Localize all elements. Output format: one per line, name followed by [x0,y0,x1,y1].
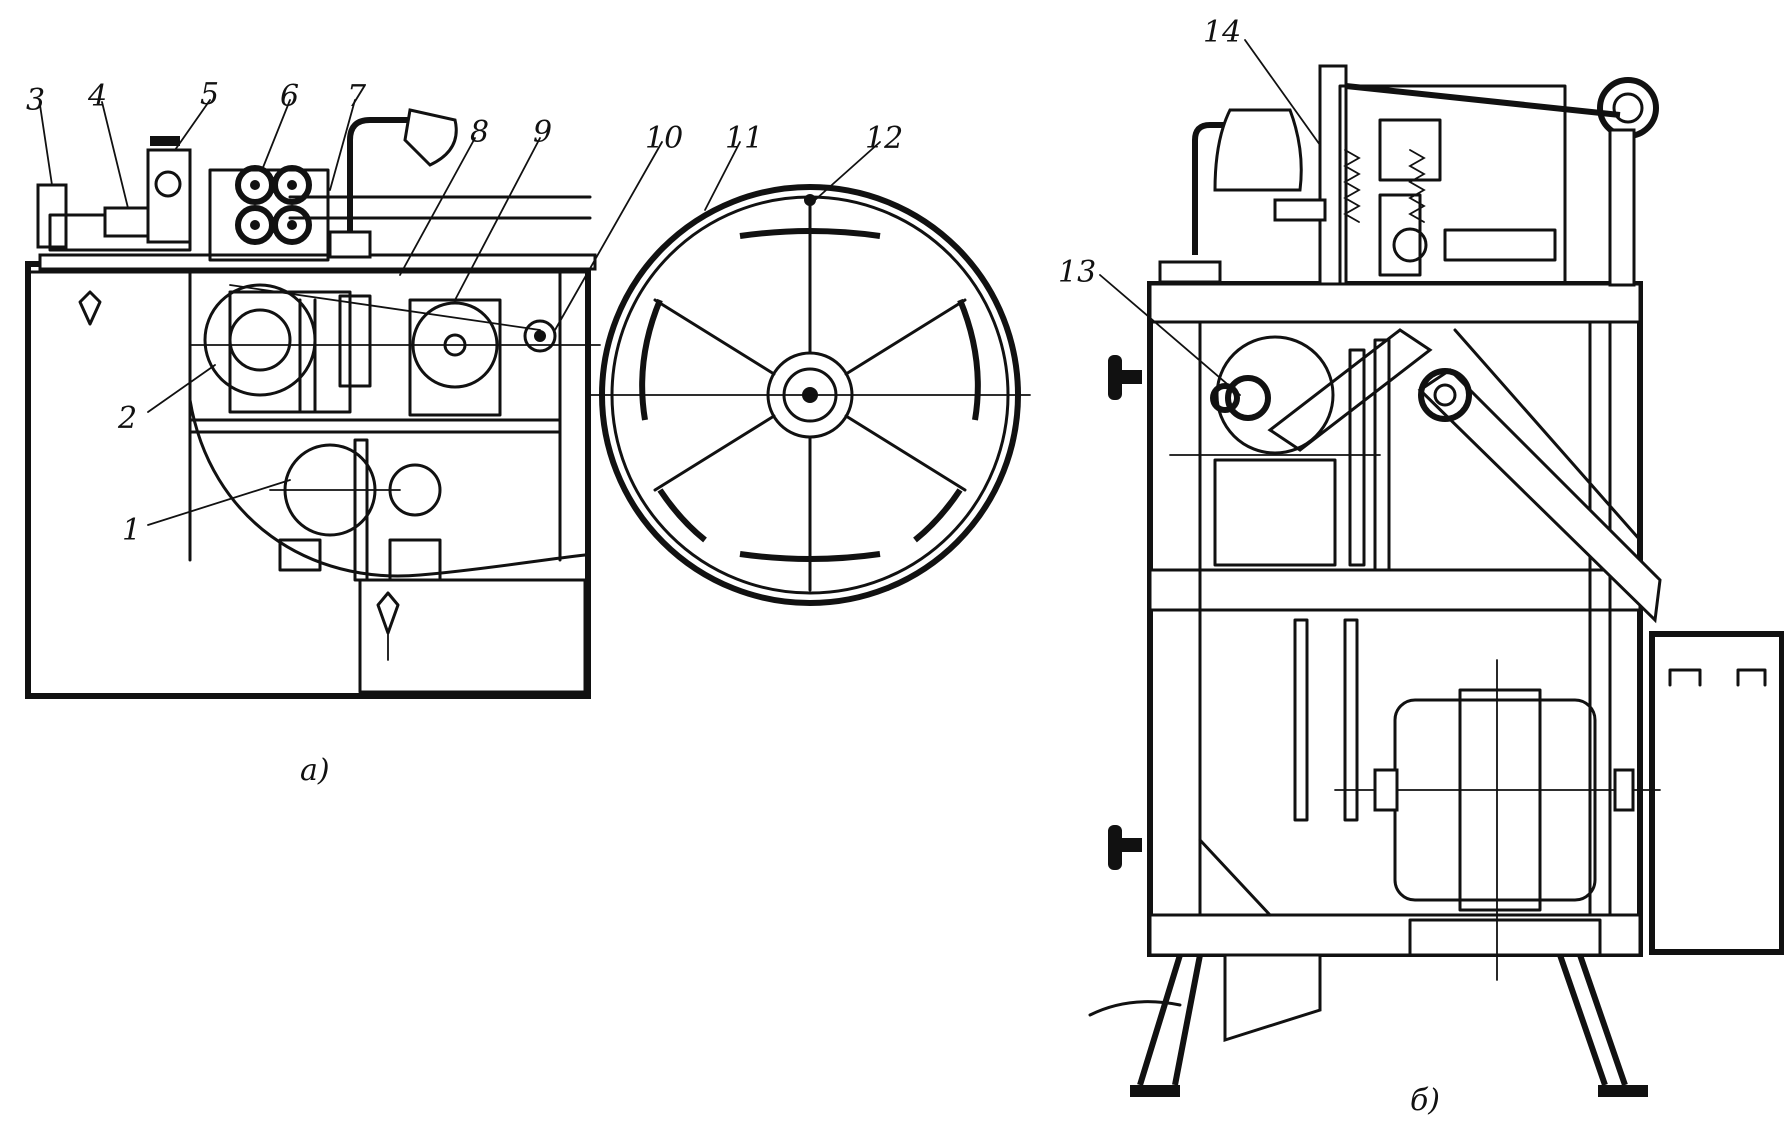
cutaway-line [188,398,587,578]
lamp-arm [347,117,415,240]
callout-14: 14 [1203,15,1241,50]
pulley-10 [523,319,557,353]
callout-6: 6 [280,79,299,114]
lower-door [358,578,587,694]
lamp-shade-icon [403,108,458,167]
top-pulley [1597,77,1659,139]
handle-icon [78,290,102,326]
callout-9: 9 [533,115,552,150]
callout-7: 7 [347,79,367,114]
reel-wheel-11 [589,184,1031,606]
chute [1417,368,1662,624]
front-leg [1137,954,1203,1086]
rollers-6 [208,165,330,262]
gear-13 [1215,335,1335,455]
callout-3: 3 [26,83,45,118]
callout-5: 5 [200,77,219,112]
clamp-12 [804,194,816,206]
box-handle-icon [1668,668,1767,687]
callout-leaders-a [39,99,881,526]
callout-4: 4 [87,79,107,114]
callout-8: 8 [470,115,489,150]
bottom-hopper [1223,953,1322,1043]
callout-2: 2 [117,401,137,436]
callout-labels: 1 2 3 4 5 6 7 8 9 10 11 12 13 14 [26,15,1241,548]
lamp-shade-icon [1213,108,1303,192]
callout-11: 11 [725,121,763,156]
spring-icon [1408,149,1426,223]
column-14 [1318,64,1348,286]
sublabel-a: а) [300,753,330,788]
front-view [25,99,1031,699]
callout-10: 10 [645,121,683,156]
rear-leg [1557,954,1628,1086]
callout-1: 1 [122,513,141,548]
spring-icon [1343,149,1361,223]
sublabel-b: б) [1410,1083,1440,1118]
drive-motor [1393,698,1597,902]
callout-12: 12 [865,121,903,156]
cabinet-outline [25,261,591,699]
control-box [1649,631,1784,955]
handle-icon [376,591,400,635]
side-view [1088,39,1784,1097]
top-plate [38,253,597,271]
callout-13: 13 [1058,255,1096,290]
